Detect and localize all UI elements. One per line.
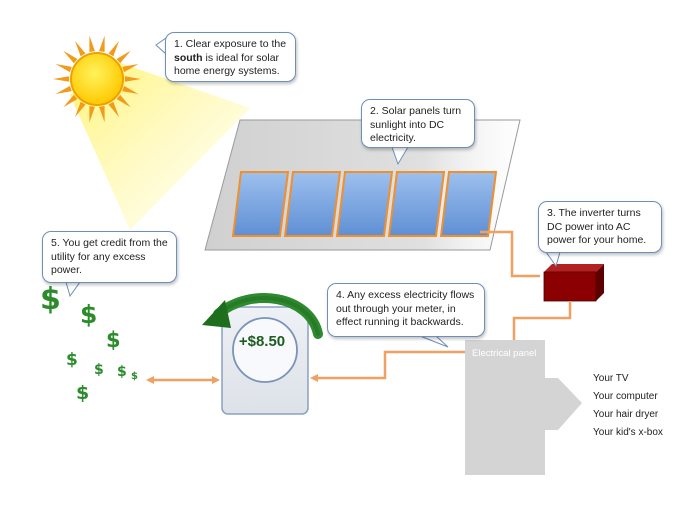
sun-ray <box>108 40 119 57</box>
sun-ray <box>55 63 72 73</box>
electric-meter <box>221 306 309 415</box>
sun-ray <box>124 76 141 82</box>
callout-sun-text-pre: 1. Clear exposure to the <box>174 38 287 50</box>
sun-ray <box>63 50 78 64</box>
dollar-sign-icon: $ <box>117 364 127 380</box>
callout-tail-meter <box>419 335 449 348</box>
sun-ray <box>89 35 95 53</box>
callout-panels-text: 2. Solar panels turn sunlight into DC el… <box>370 105 462 144</box>
callout-sun-bold: south <box>174 51 203 64</box>
sunlight-beam <box>70 60 250 230</box>
callout-meter-text: 4. Any excess electricity flows out thro… <box>336 289 475 328</box>
callout-sun-text-post: is ideal for solar home energy systems. <box>174 51 280 78</box>
sun-ray <box>63 94 78 108</box>
arrowhead-meter-right <box>310 374 318 382</box>
solar-cell <box>283 171 342 237</box>
backwards-arrow-icon <box>202 293 323 339</box>
callout-credit: 5. You get credit from the utility for a… <box>42 231 177 283</box>
sun-ray <box>116 94 131 108</box>
solar-cell <box>387 171 446 237</box>
sun-ray <box>122 85 139 95</box>
dollar-sign-icon: $ <box>131 371 138 382</box>
solar-cell <box>335 171 394 237</box>
callout-tail-credit <box>65 281 81 298</box>
arrowhead-meter-left <box>212 376 220 384</box>
sun-ray <box>75 40 86 57</box>
sun-ray <box>53 76 70 82</box>
sun-ray <box>89 105 95 123</box>
dollar-sign-icon: $ <box>66 350 78 370</box>
sun-ray <box>99 35 105 53</box>
device-hair-dryer: Your hair dryer <box>593 409 659 420</box>
sun-ray <box>108 101 119 118</box>
solar-panel-array <box>204 119 521 251</box>
sun-ray <box>122 63 139 73</box>
callout-credit-text: 5. You get credit from the utility for a… <box>51 237 168 276</box>
electrical-panel-label: Electrical panel <box>472 348 537 359</box>
meter-credit-value: +$8.50 <box>238 333 286 350</box>
sun-ray <box>116 50 131 64</box>
callout-panels: 2. Solar panels turn sunlight into DC el… <box>361 99 475 148</box>
device-computer: Your computer <box>593 391 658 402</box>
sun-icon <box>53 35 141 123</box>
device-tv: Your TV <box>593 373 629 384</box>
callout-inverter: 3. The inverter turns DC power into AC p… <box>538 201 662 253</box>
device-x-box: Your kid's x-box <box>593 427 663 438</box>
sun-ray <box>75 101 86 118</box>
dollar-sign-icon: $ <box>106 328 121 352</box>
solar-cell <box>439 171 498 237</box>
inverter-box <box>543 264 604 302</box>
device-list: Your TV Your computer Your hair dryer Yo… <box>593 370 663 442</box>
dollar-sign-icon: $ <box>40 282 61 317</box>
callout-inverter-text: 3. The inverter turns DC power into AC p… <box>547 207 647 246</box>
sun-ray <box>99 105 105 123</box>
wire-panel-to-meter <box>316 350 465 380</box>
solar-cell <box>231 171 290 237</box>
electrical-panel-arrow <box>465 340 582 475</box>
wire-panel-to-inverter <box>480 230 540 278</box>
dollar-sign-icon: $ <box>80 300 98 329</box>
wire-inverter-to-panel <box>512 301 572 342</box>
dollar-sign-icon: $ <box>94 362 104 378</box>
dollar-sign-icon: $ <box>76 382 90 404</box>
callout-tail-inverter <box>545 251 561 268</box>
sun-ray <box>55 85 72 95</box>
callout-sun: 1. Clear exposure to the south is ideal … <box>165 32 296 82</box>
arrowhead-credit-left <box>146 376 154 384</box>
callout-meter: 4. Any excess electricity flows out thro… <box>327 283 485 337</box>
